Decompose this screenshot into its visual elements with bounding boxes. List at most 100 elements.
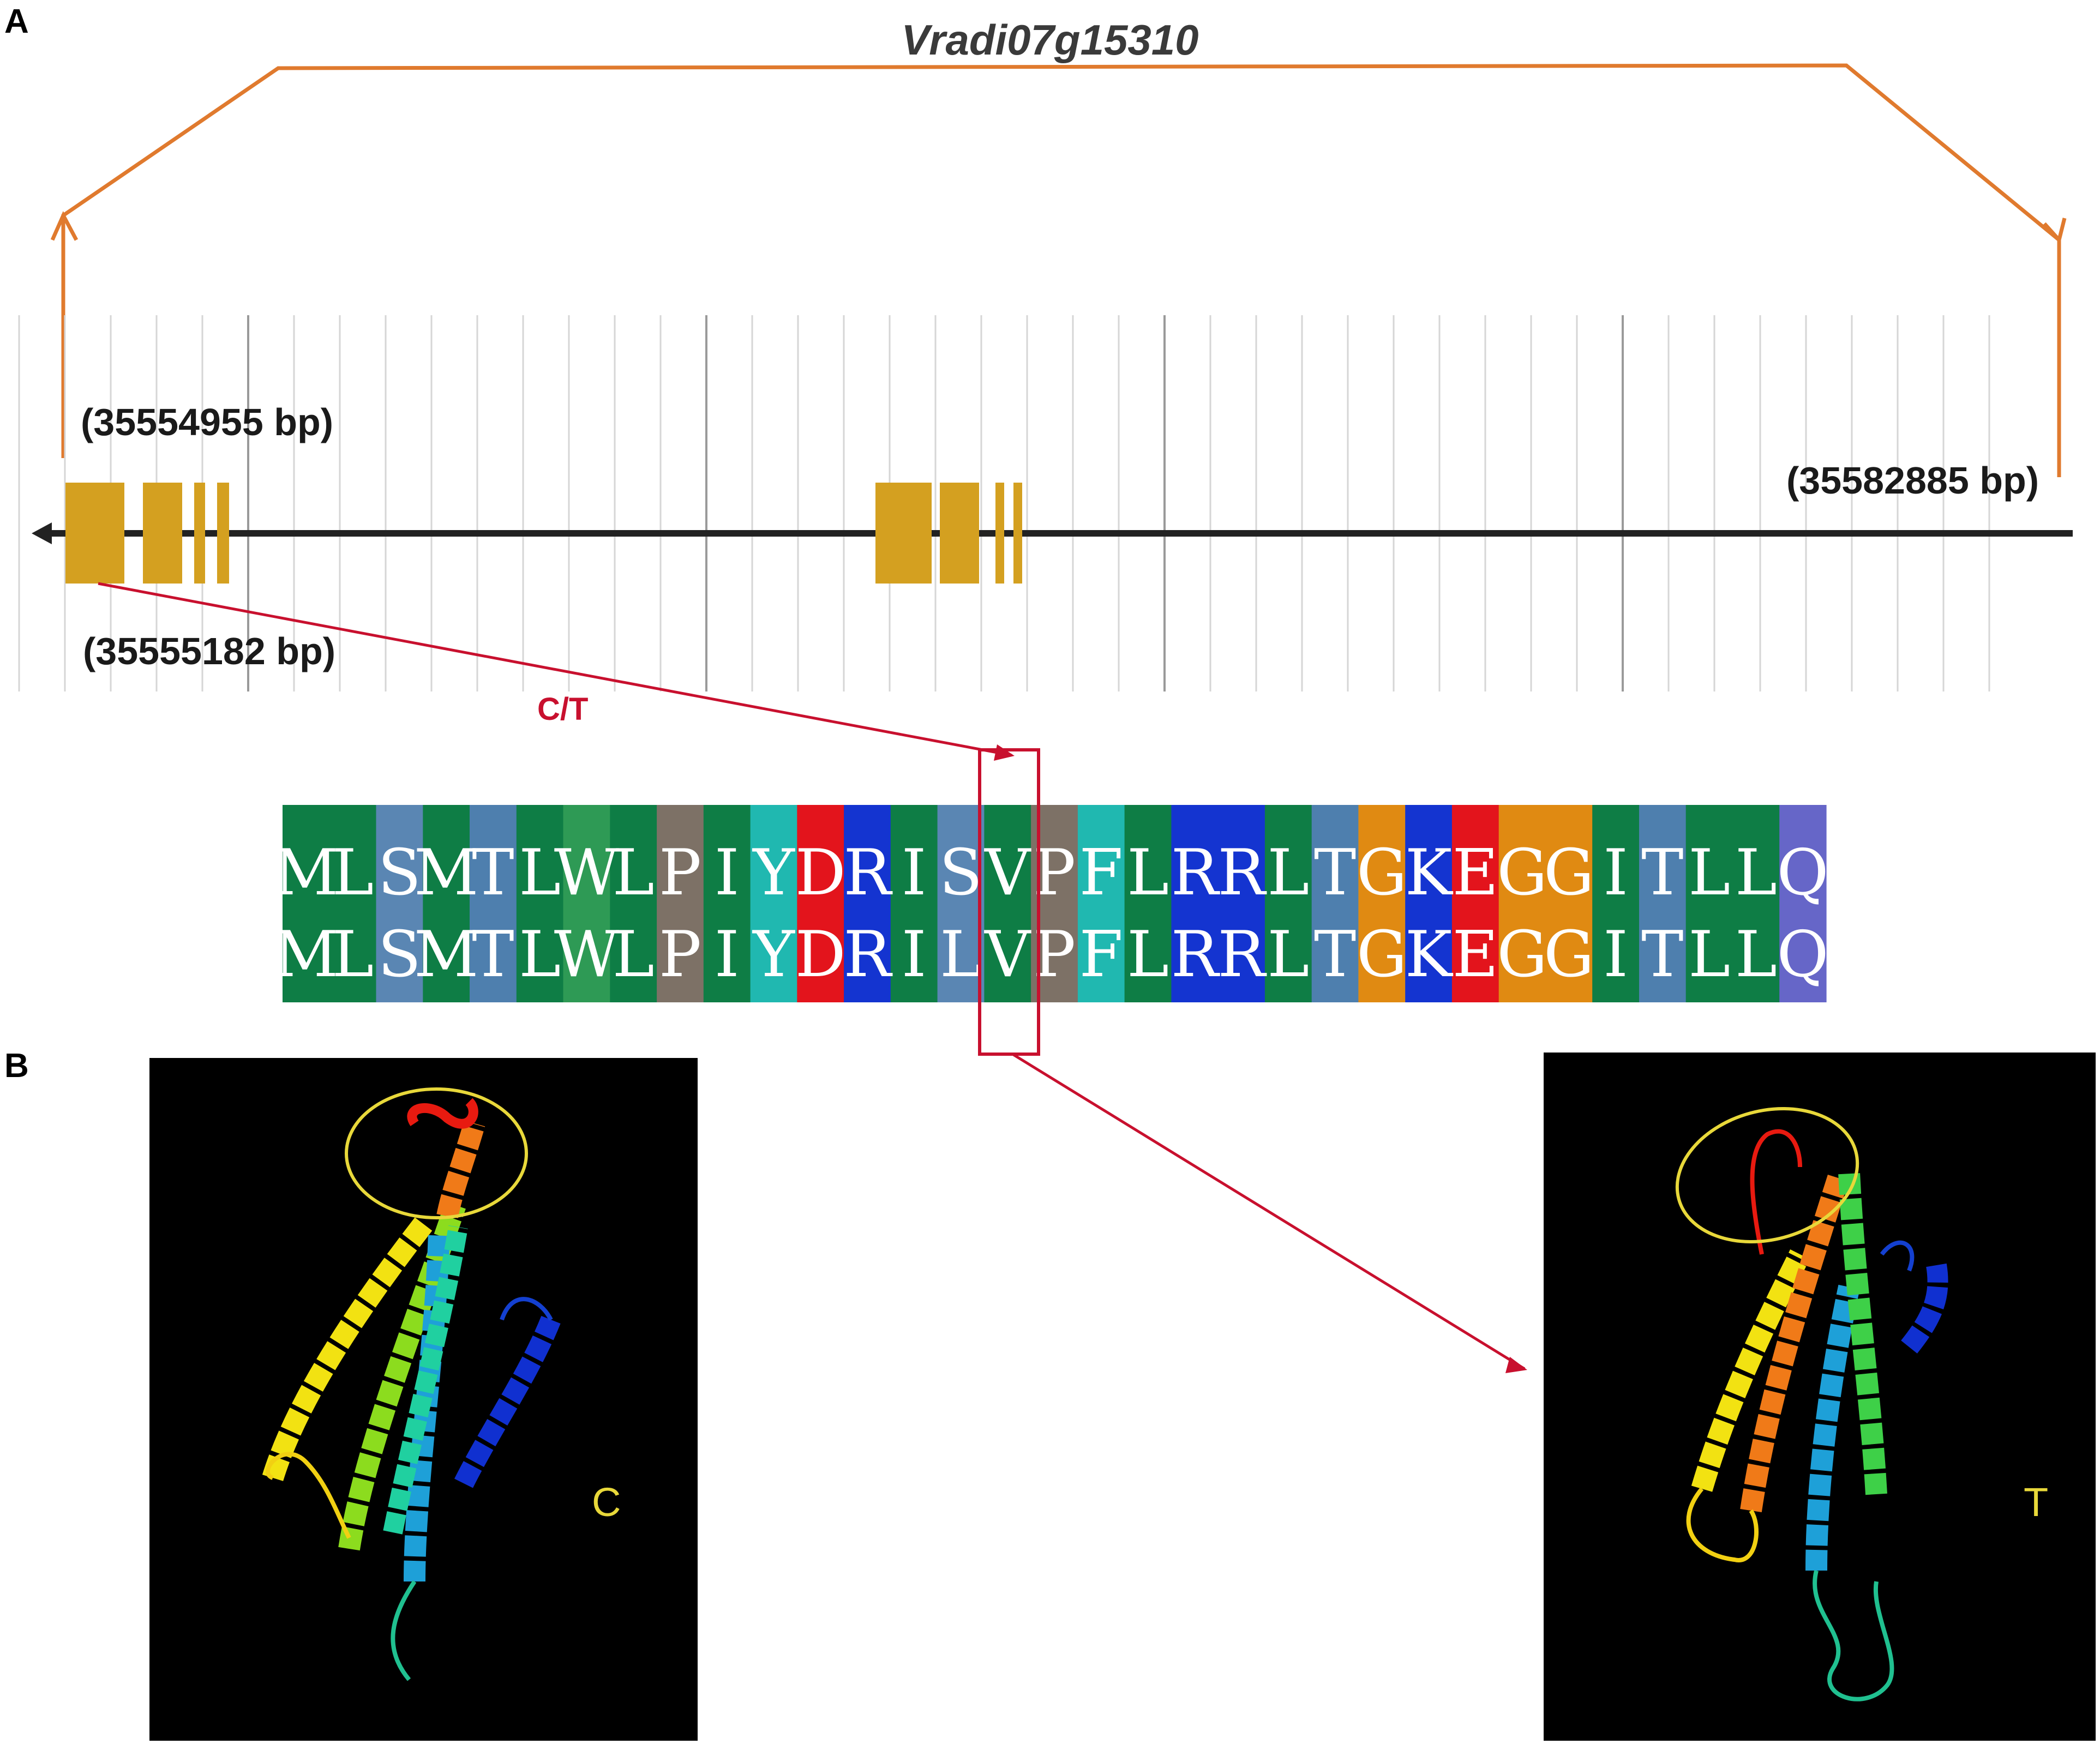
loop xyxy=(1813,1570,1894,1701)
alignment-cell xyxy=(1639,805,1687,1002)
alignment-cell xyxy=(1218,805,1265,1002)
alignment-cell xyxy=(797,805,844,1002)
structure-pointer-line xyxy=(1012,1053,1526,1370)
snp-label: C/T xyxy=(537,691,588,727)
residue: L xyxy=(1267,918,1309,991)
residue: I xyxy=(715,836,740,910)
exon-group-1 xyxy=(65,483,229,584)
alignment-cell xyxy=(1264,805,1312,1002)
alignment-cell xyxy=(844,805,891,1002)
residue: T xyxy=(472,836,514,910)
residue: V xyxy=(983,918,1031,991)
residue: G xyxy=(1544,918,1594,991)
alignment-cell xyxy=(1592,805,1640,1002)
residue: P xyxy=(659,836,701,910)
residue: R xyxy=(1171,918,1221,991)
mutation-highlight-box xyxy=(978,748,1040,1056)
arc-arrowhead-left xyxy=(50,211,79,241)
residue: Y xyxy=(752,918,795,991)
helix xyxy=(383,1225,468,1535)
residue: Q xyxy=(1777,836,1829,910)
loop xyxy=(407,1098,478,1129)
residue: L xyxy=(519,918,561,991)
alignment-cell xyxy=(470,805,517,1002)
residue: L xyxy=(940,918,982,991)
snp-pointer-arrowhead xyxy=(994,744,1015,761)
residue: F xyxy=(1079,836,1124,910)
residue: K xyxy=(1405,918,1454,991)
residue: M xyxy=(414,918,479,991)
residue: L xyxy=(1735,836,1777,910)
residue: M xyxy=(274,836,339,910)
loop xyxy=(500,1297,553,1321)
residue: D xyxy=(795,836,846,910)
alignment-cell xyxy=(1358,805,1406,1002)
residue: W xyxy=(554,836,619,910)
helix xyxy=(1901,1263,1948,1354)
alignment-cell xyxy=(283,805,330,1002)
exon xyxy=(194,483,205,584)
coordinate-label-exon: (35555182 bp) xyxy=(83,630,335,672)
residue: R xyxy=(843,836,893,910)
residue: T xyxy=(1641,836,1683,910)
exon xyxy=(1013,483,1022,584)
helix xyxy=(436,1120,485,1219)
protein-structure-c: C xyxy=(149,1058,698,1741)
exon xyxy=(143,483,182,584)
residue: L xyxy=(1267,836,1309,910)
loop xyxy=(1750,1129,1802,1255)
alignment-cell xyxy=(329,805,377,1002)
residue: L xyxy=(1735,918,1777,991)
coordinate-label-end: (35582885 bp) xyxy=(1786,459,2039,502)
highlight-ellipse xyxy=(1675,1107,1859,1243)
alignment-cell xyxy=(1311,805,1359,1002)
loop xyxy=(1686,1487,1759,1562)
alignment-cell xyxy=(750,805,797,1002)
residue: T xyxy=(1641,918,1683,991)
gene-title: Vradi07g15310 xyxy=(902,16,1199,64)
helix xyxy=(1691,1249,1810,1492)
residue: K xyxy=(1405,836,1454,910)
residue: L xyxy=(1127,836,1169,910)
residue: G xyxy=(1357,836,1407,910)
alignment-cell xyxy=(423,805,470,1002)
residue: I xyxy=(902,918,927,991)
strand-arrow-icon xyxy=(32,522,52,544)
snp-pointer-line xyxy=(98,582,1012,757)
residue: I xyxy=(902,836,927,910)
residue: T xyxy=(1314,836,1356,910)
residue: L xyxy=(332,836,374,910)
alignment-cell xyxy=(1077,805,1125,1002)
alignment-cell xyxy=(1405,805,1453,1002)
alignment-cell xyxy=(984,805,1031,1002)
residue: G xyxy=(1357,918,1407,991)
exon xyxy=(65,483,124,584)
loop xyxy=(391,1580,417,1681)
helix xyxy=(454,1315,561,1488)
residue: F xyxy=(1079,918,1124,991)
alignment-cell xyxy=(1498,805,1546,1002)
residue: P xyxy=(659,918,701,991)
residue: E xyxy=(1452,836,1498,910)
residue: R xyxy=(1171,836,1221,910)
alignment-cell xyxy=(1451,805,1499,1002)
residue: L xyxy=(1688,836,1730,910)
residue: L xyxy=(1688,918,1730,991)
residue: I xyxy=(1603,836,1628,910)
residue: S xyxy=(378,836,421,910)
exon-group-2 xyxy=(875,483,1022,584)
arc-arrowhead-right xyxy=(2043,218,2067,244)
residue: Y xyxy=(752,836,795,910)
residue: D xyxy=(795,918,846,991)
alignment-cell xyxy=(657,805,704,1002)
alignment-cell xyxy=(376,805,423,1002)
residue: T xyxy=(1314,918,1356,991)
loop xyxy=(1880,1240,1915,1272)
residue: M xyxy=(414,836,479,910)
residue: S xyxy=(378,918,421,991)
residue: V xyxy=(983,836,1031,910)
